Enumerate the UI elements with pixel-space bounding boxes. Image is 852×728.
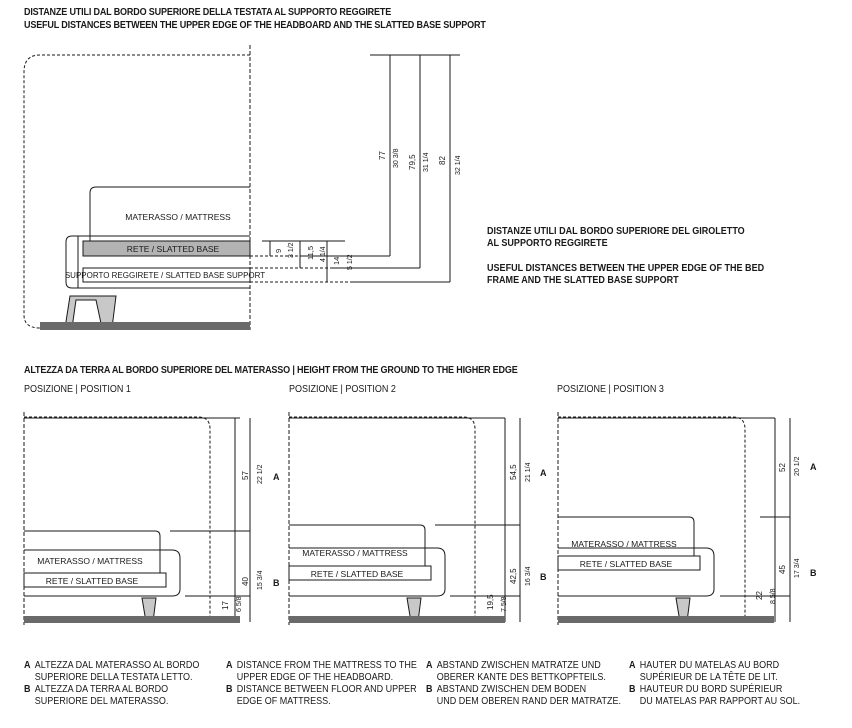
top-dim-14-in: 5 1/2 (347, 254, 354, 270)
pos1-marker-a: A (273, 472, 280, 482)
legend-de-b2: UND DEM OBEREN RAND DER MATRATZE. (436, 696, 621, 707)
pos1-b-cm: 40 (241, 577, 250, 586)
pos3-marker-a: A (810, 462, 817, 472)
top-slatted-label: RETE / SLATTED BASE (127, 244, 220, 254)
legend-en-b2: EDGE OF MATTRESS. (236, 696, 331, 707)
top-dim-82: 82 (438, 156, 447, 165)
legend-fr-a: HAUTER DU MATELAS AU BORD (639, 660, 780, 671)
position-2-drawing (288, 412, 521, 625)
pos3-a-in: 20 1/2 (794, 456, 801, 476)
pos2-marker-b: B (540, 572, 547, 582)
legend-en-a: DISTANCE FROM THE MATTRESS TO THE (236, 660, 417, 671)
top-dim-11-5: 11,5 (306, 246, 315, 260)
top-slatted-base (82, 240, 251, 257)
top-note-en-1: USEFUL DISTANCES BETWEEN THE UPPER EDGE … (487, 262, 765, 274)
top-floor (40, 322, 250, 330)
position-3-drawing (557, 412, 791, 625)
pos2-leg-in: 7 5/8 (501, 596, 508, 612)
top-dim-79-5-in: 31 1/4 (423, 152, 430, 172)
legend-key-b: B (226, 684, 233, 695)
top-support (82, 267, 251, 283)
legend-it-a: ALTEZZA DAL MATERASSO AL BORDO (34, 660, 200, 671)
top-dim-82-in: 32 1/4 (455, 155, 462, 175)
top-title-en: USEFUL DISTANCES BETWEEN THE UPPER EDGE … (24, 19, 486, 31)
pos3-mattress-label: MATERASSO / MATTRESS (571, 539, 677, 549)
top-dim-77: 77 (378, 151, 387, 160)
top-note-it-2: AL SUPPORTO REGGIRETE (487, 237, 608, 249)
top-dim-79-5: 79,5 (408, 154, 417, 170)
legend-key-a: A (426, 660, 433, 671)
legend-fr-b2: DU MATELAS PAR RAPPORT AU SOL. (639, 696, 801, 707)
top-bed-frame (65, 235, 250, 289)
top-headboard-outline (23, 54, 250, 329)
pos1-slatted-label: RETE / SLATTED BASE (46, 576, 139, 586)
pos2-a-in: 21 1/4 (525, 462, 532, 482)
legend-key-a: A (24, 660, 31, 671)
top-dim-9: 9 (274, 249, 283, 253)
pos2-b-cm: 42,5 (509, 568, 518, 584)
pos1-mattress-label: MATERASSO / MATTRESS (37, 556, 143, 566)
position-2-label: POSIZIONE | POSITION 2 (289, 384, 396, 395)
legend-de-b: ABSTAND ZWISCHEN DEM BODEN (436, 684, 587, 695)
legend-it-b: ALTEZZA DA TERRA AL BORDO (34, 684, 169, 695)
top-title-it: DISTANZE UTILI DAL BORDO SUPERIORE DELLA… (24, 6, 392, 18)
legend-de-a2: OBERER KANTE DES BETTKOPFTEILS. (436, 672, 606, 683)
pos3-slatted-label: RETE / SLATTED BASE (580, 559, 673, 569)
pos2-mattress-label: MATERASSO / MATTRESS (302, 548, 408, 558)
legend-key-b: B (629, 684, 636, 695)
pos3-a-cm: 52 (778, 463, 787, 472)
legend-key-a: A (629, 660, 636, 671)
pos2-a-cm: 54,5 (509, 464, 518, 480)
pos2-slatted-label: RETE / SLATTED BASE (311, 569, 404, 579)
legend-it-b2: SUPERIORE DEL MATERASSO. (34, 696, 169, 707)
pos1-leg-cm: 17 (221, 601, 230, 610)
top-dim-14: 14 (332, 257, 341, 265)
pos3-leg-cm: 22 (755, 591, 764, 600)
top-dim-77-in: 30 3/8 (393, 148, 400, 168)
pos1-a-cm: 57 (241, 471, 250, 480)
pos3-leg-in: 8 5/8 (770, 588, 777, 604)
pos3-b-in: 17 3/4 (794, 558, 801, 578)
top-support-label: SUPPORTO REGGIRETE / SLATTED BASE SUPPOR… (65, 271, 265, 280)
legend-it-a2: SUPERIORE DELLA TESTATA LETTO. (34, 672, 193, 683)
bottom-section-title: ALTEZZA DA TERRA AL BORDO SUPERIORE DEL … (24, 364, 518, 376)
legend-fr-b: HAUTEUR DU BORD SUPÉRIEUR (639, 684, 783, 695)
pos1-marker-b: B (273, 578, 280, 588)
legend-key-b: B (24, 684, 31, 695)
pos2-b-in: 16 3/4 (525, 566, 532, 586)
pos1-b-in: 15 3/4 (257, 570, 264, 590)
position-1-drawing (23, 412, 251, 625)
top-bed-drawing (23, 45, 460, 330)
pos3-marker-b: B (810, 568, 817, 578)
legend-en-b: DISTANCE BETWEEN FLOOR AND UPPER (236, 684, 417, 695)
pos2-marker-a: A (540, 468, 547, 478)
position-3-label: POSIZIONE | POSITION 3 (557, 384, 664, 395)
position-1-label: POSIZIONE | POSITION 1 (24, 384, 131, 395)
top-mattress-label: MATERASSO / MATTRESS (125, 212, 231, 222)
pos1-leg-in: 6 5/8 (236, 596, 243, 612)
legend-key-a: A (226, 660, 233, 671)
top-mattress (89, 186, 250, 242)
top-note-it-1: DISTANZE UTILI DAL BORDO SUPERIORE DEL G… (487, 225, 745, 237)
top-dim-11-5-in: 4 1/4 (320, 246, 327, 262)
top-dim-9-in: 3 1/2 (288, 242, 295, 258)
legend-fr-a2: SUPÉRIEUR DE LA TÊTE DE LIT. (639, 672, 778, 683)
pos2-leg-cm: 19,5 (486, 594, 495, 610)
legend-key-b: B (426, 684, 433, 695)
legend-de-a: ABSTAND ZWISCHEN MATRATZE UND (436, 660, 601, 671)
pos3-b-cm: 45 (778, 565, 787, 574)
top-note-en-2: FRAME AND THE SLATTED BASE SUPPORT (487, 274, 679, 286)
legend-en-a2: UPPER EDGE OF THE HEADBOARD. (236, 672, 394, 683)
pos1-a-in: 22 1/2 (257, 464, 264, 484)
